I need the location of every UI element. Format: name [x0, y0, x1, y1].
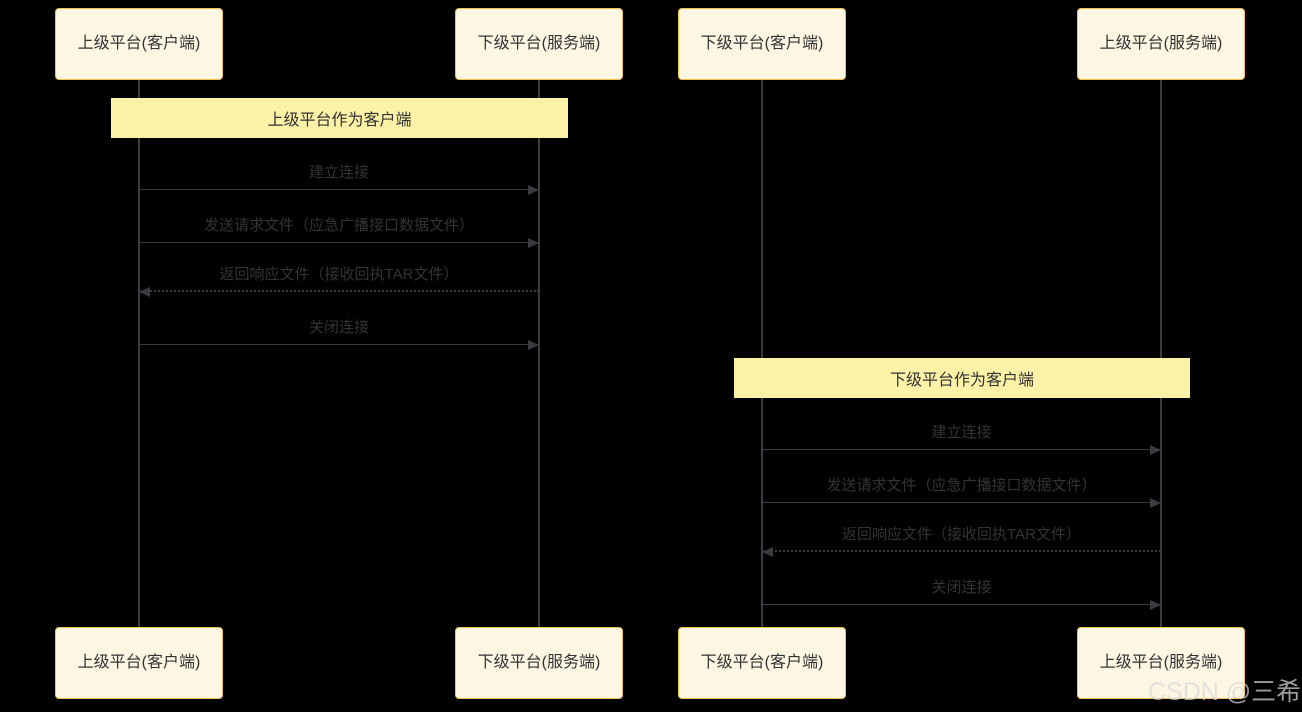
message-line: [139, 344, 539, 345]
participant-box-p2-bottom[interactable]: 下级平台(服务端): [455, 627, 623, 699]
message-line: [762, 550, 1161, 552]
message-lower-as-client-3: 关闭连接: [762, 569, 1161, 610]
message-line: [139, 242, 539, 243]
message-label: 建立连接: [308, 163, 369, 181]
message-arrowhead: [1150, 599, 1161, 610]
message-lower-as-client-2: 返回响应文件（接收回执TAR文件）: [762, 516, 1161, 557]
lifeline-p3: [761, 80, 763, 627]
participant-label: 上级平台(客户端): [77, 35, 201, 53]
note-label: 上级平台作为客户端: [267, 112, 412, 129]
note-label: 下级平台作为客户端: [889, 372, 1034, 389]
participant-box-p2-top[interactable]: 下级平台(服务端): [455, 8, 623, 80]
participant-label: 下级平台(客户端): [700, 654, 824, 672]
message-label: 建立连接: [931, 423, 992, 441]
lifeline-p1: [138, 80, 140, 627]
message-line: [762, 449, 1161, 450]
message-lower-as-client-1: 发送请求文件（应急广播接口数据文件）: [762, 467, 1161, 508]
message-arrowhead: [1150, 497, 1161, 508]
message-upper-as-client-1: 发送请求文件（应急广播接口数据文件）: [139, 207, 539, 248]
message-lower-as-client-0: 建立连接: [762, 414, 1161, 455]
message-upper-as-client-2: 返回响应文件（接收回执TAR文件）: [139, 256, 539, 297]
note-banner-lower-as-client: 下级平台作为客户端: [734, 358, 1190, 398]
participant-label: 下级平台(服务端): [477, 654, 601, 672]
message-arrowhead: [762, 546, 773, 557]
participant-label: 下级平台(客户端): [700, 35, 824, 53]
participant-box-p1-bottom[interactable]: 上级平台(客户端): [55, 627, 223, 699]
participant-label: 上级平台(服务端): [1099, 654, 1223, 672]
participant-label: 下级平台(服务端): [477, 35, 601, 53]
message-arrowhead: [528, 339, 539, 350]
participant-box-p3-top[interactable]: 下级平台(客户端): [678, 8, 846, 80]
message-label: 发送请求文件（应急广播接口数据文件）: [203, 216, 474, 234]
message-arrowhead: [528, 184, 539, 195]
lifeline-p4: [1160, 80, 1162, 627]
participant-label: 上级平台(客户端): [77, 654, 201, 672]
lifeline-p2: [538, 80, 540, 627]
message-arrowhead: [528, 237, 539, 248]
note-banner-upper-as-client: 上级平台作为客户端: [111, 98, 568, 138]
message-label: 发送请求文件（应急广播接口数据文件）: [826, 476, 1097, 494]
message-label: 返回响应文件（接收回执TAR文件）: [219, 265, 459, 283]
message-label: 返回响应文件（接收回执TAR文件）: [842, 525, 1081, 543]
message-line: [762, 502, 1161, 503]
message-line: [762, 604, 1161, 605]
message-line: [139, 189, 539, 190]
message-upper-as-client-3: 关闭连接: [139, 309, 539, 350]
participant-box-p4-top[interactable]: 上级平台(服务端): [1077, 8, 1245, 80]
message-label: 关闭连接: [931, 578, 992, 596]
message-label: 关闭连接: [308, 318, 369, 336]
participant-box-p4-bottom[interactable]: 上级平台(服务端): [1077, 627, 1245, 699]
message-line: [139, 290, 539, 292]
message-arrowhead: [139, 286, 150, 297]
message-upper-as-client-0: 建立连接: [139, 154, 539, 195]
participant-label: 上级平台(服务端): [1099, 35, 1223, 53]
participant-box-p3-bottom[interactable]: 下级平台(客户端): [678, 627, 846, 699]
message-arrowhead: [1150, 444, 1161, 455]
participant-box-p1-top[interactable]: 上级平台(客户端): [55, 8, 223, 80]
